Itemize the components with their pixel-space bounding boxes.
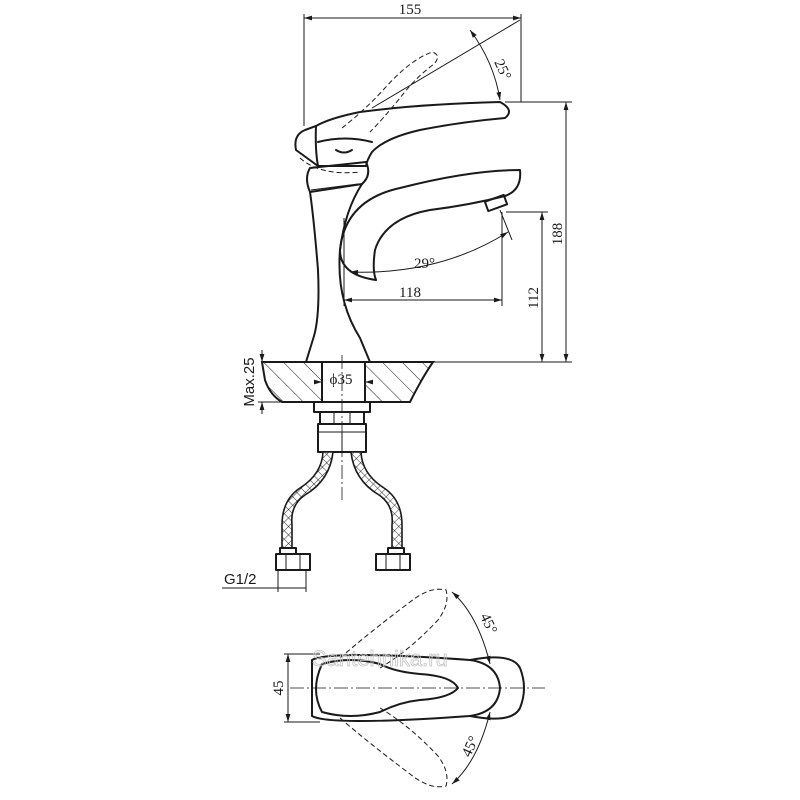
dim-body-diameter: ϕ35 <box>330 372 353 388</box>
dim-max-thickness: Max.25 <box>241 357 258 406</box>
flexible-hoses <box>222 451 411 592</box>
dim-rotation-angle-right: 45° <box>459 734 482 760</box>
dim-spout-height: 112 <box>526 287 542 309</box>
watermark: Santehnika.ru <box>312 646 448 671</box>
dim-handle-angle: 25° <box>490 57 513 83</box>
dim-spout-angle: 29° <box>414 256 435 272</box>
dim-overall-length: 155 <box>399 2 422 18</box>
side-view <box>222 14 572 592</box>
dim-thread: G1/2 <box>224 571 257 588</box>
dim-top-width: 45 <box>271 681 287 696</box>
dimension-labels: 155 25° 188 29° 118 112 Max.25 ϕ35 G1/2 … <box>224 2 566 760</box>
side-dimensions <box>259 14 572 414</box>
mounting-assembly <box>313 355 371 500</box>
top-view <box>284 588 545 788</box>
dim-spout-reach: 118 <box>399 285 421 301</box>
faucet-handle <box>294 51 510 174</box>
countertop-section <box>258 361 435 403</box>
dim-overall-height: 188 <box>550 223 566 246</box>
